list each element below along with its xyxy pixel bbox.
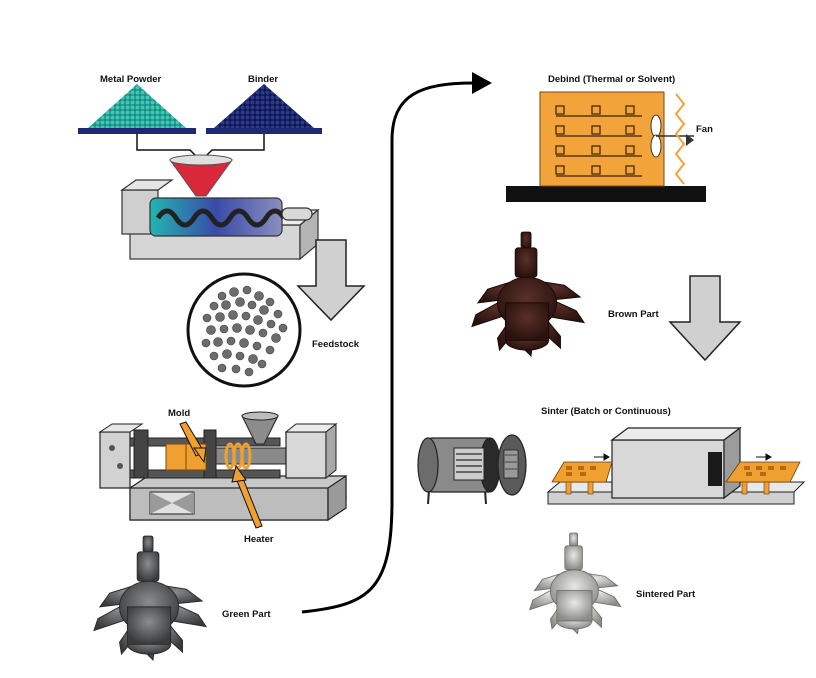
powder-pile-icon xyxy=(88,84,186,128)
conveyor-trays-right xyxy=(725,461,801,495)
feedstock-pellets-icon xyxy=(186,272,302,388)
down-arrow-to-feedstock xyxy=(296,239,366,322)
metal-powder-label: Metal Powder xyxy=(100,74,162,85)
turbine-part-icon xyxy=(529,532,622,635)
debind-oven-icon xyxy=(506,91,706,202)
green-part-label: Green Part xyxy=(222,609,271,620)
mold-pointer-arrow xyxy=(179,421,207,464)
mold-label: Mold xyxy=(168,408,190,419)
continuous-furnace-icon xyxy=(546,426,806,505)
fan-label: Fan xyxy=(696,124,713,135)
feedstock-label: Feedstock xyxy=(312,339,360,350)
turbine-part-icon xyxy=(471,231,585,357)
flow-arrowhead xyxy=(472,72,492,94)
green-part-turbine xyxy=(93,535,207,661)
injection-molding-machine-icon xyxy=(98,411,347,522)
debind-label: Debind (Thermal or Solvent) xyxy=(548,74,675,85)
sintered-part-label: Sintered Part xyxy=(636,589,696,600)
fan-icon xyxy=(650,114,694,158)
turbine-part-icon xyxy=(93,535,207,661)
binder-tray xyxy=(206,128,322,134)
heater-pointer-arrow xyxy=(231,464,263,529)
heat-wave xyxy=(674,93,686,185)
flow-arrow-to-debind xyxy=(301,81,475,614)
down-arrow-to-sinter xyxy=(668,275,742,362)
brown-part-label: Brown Part xyxy=(608,309,660,320)
mixer-extruder-icon xyxy=(120,154,320,261)
batch-furnace-icon xyxy=(417,434,527,505)
binder-label: Binder xyxy=(248,74,278,85)
heater-label: Heater xyxy=(244,534,274,545)
conveyor-trays-left xyxy=(551,461,613,495)
sinter-label: Sinter (Batch or Continuous) xyxy=(541,406,671,417)
binder-pile-icon xyxy=(214,84,314,128)
binder-pile xyxy=(206,84,322,134)
conveyor-direction-arrows xyxy=(594,453,772,461)
brown-part-turbine xyxy=(471,231,585,357)
metal-powder-pile xyxy=(78,84,196,134)
sintered-part-turbine xyxy=(529,532,622,635)
powder-tray xyxy=(78,128,196,134)
